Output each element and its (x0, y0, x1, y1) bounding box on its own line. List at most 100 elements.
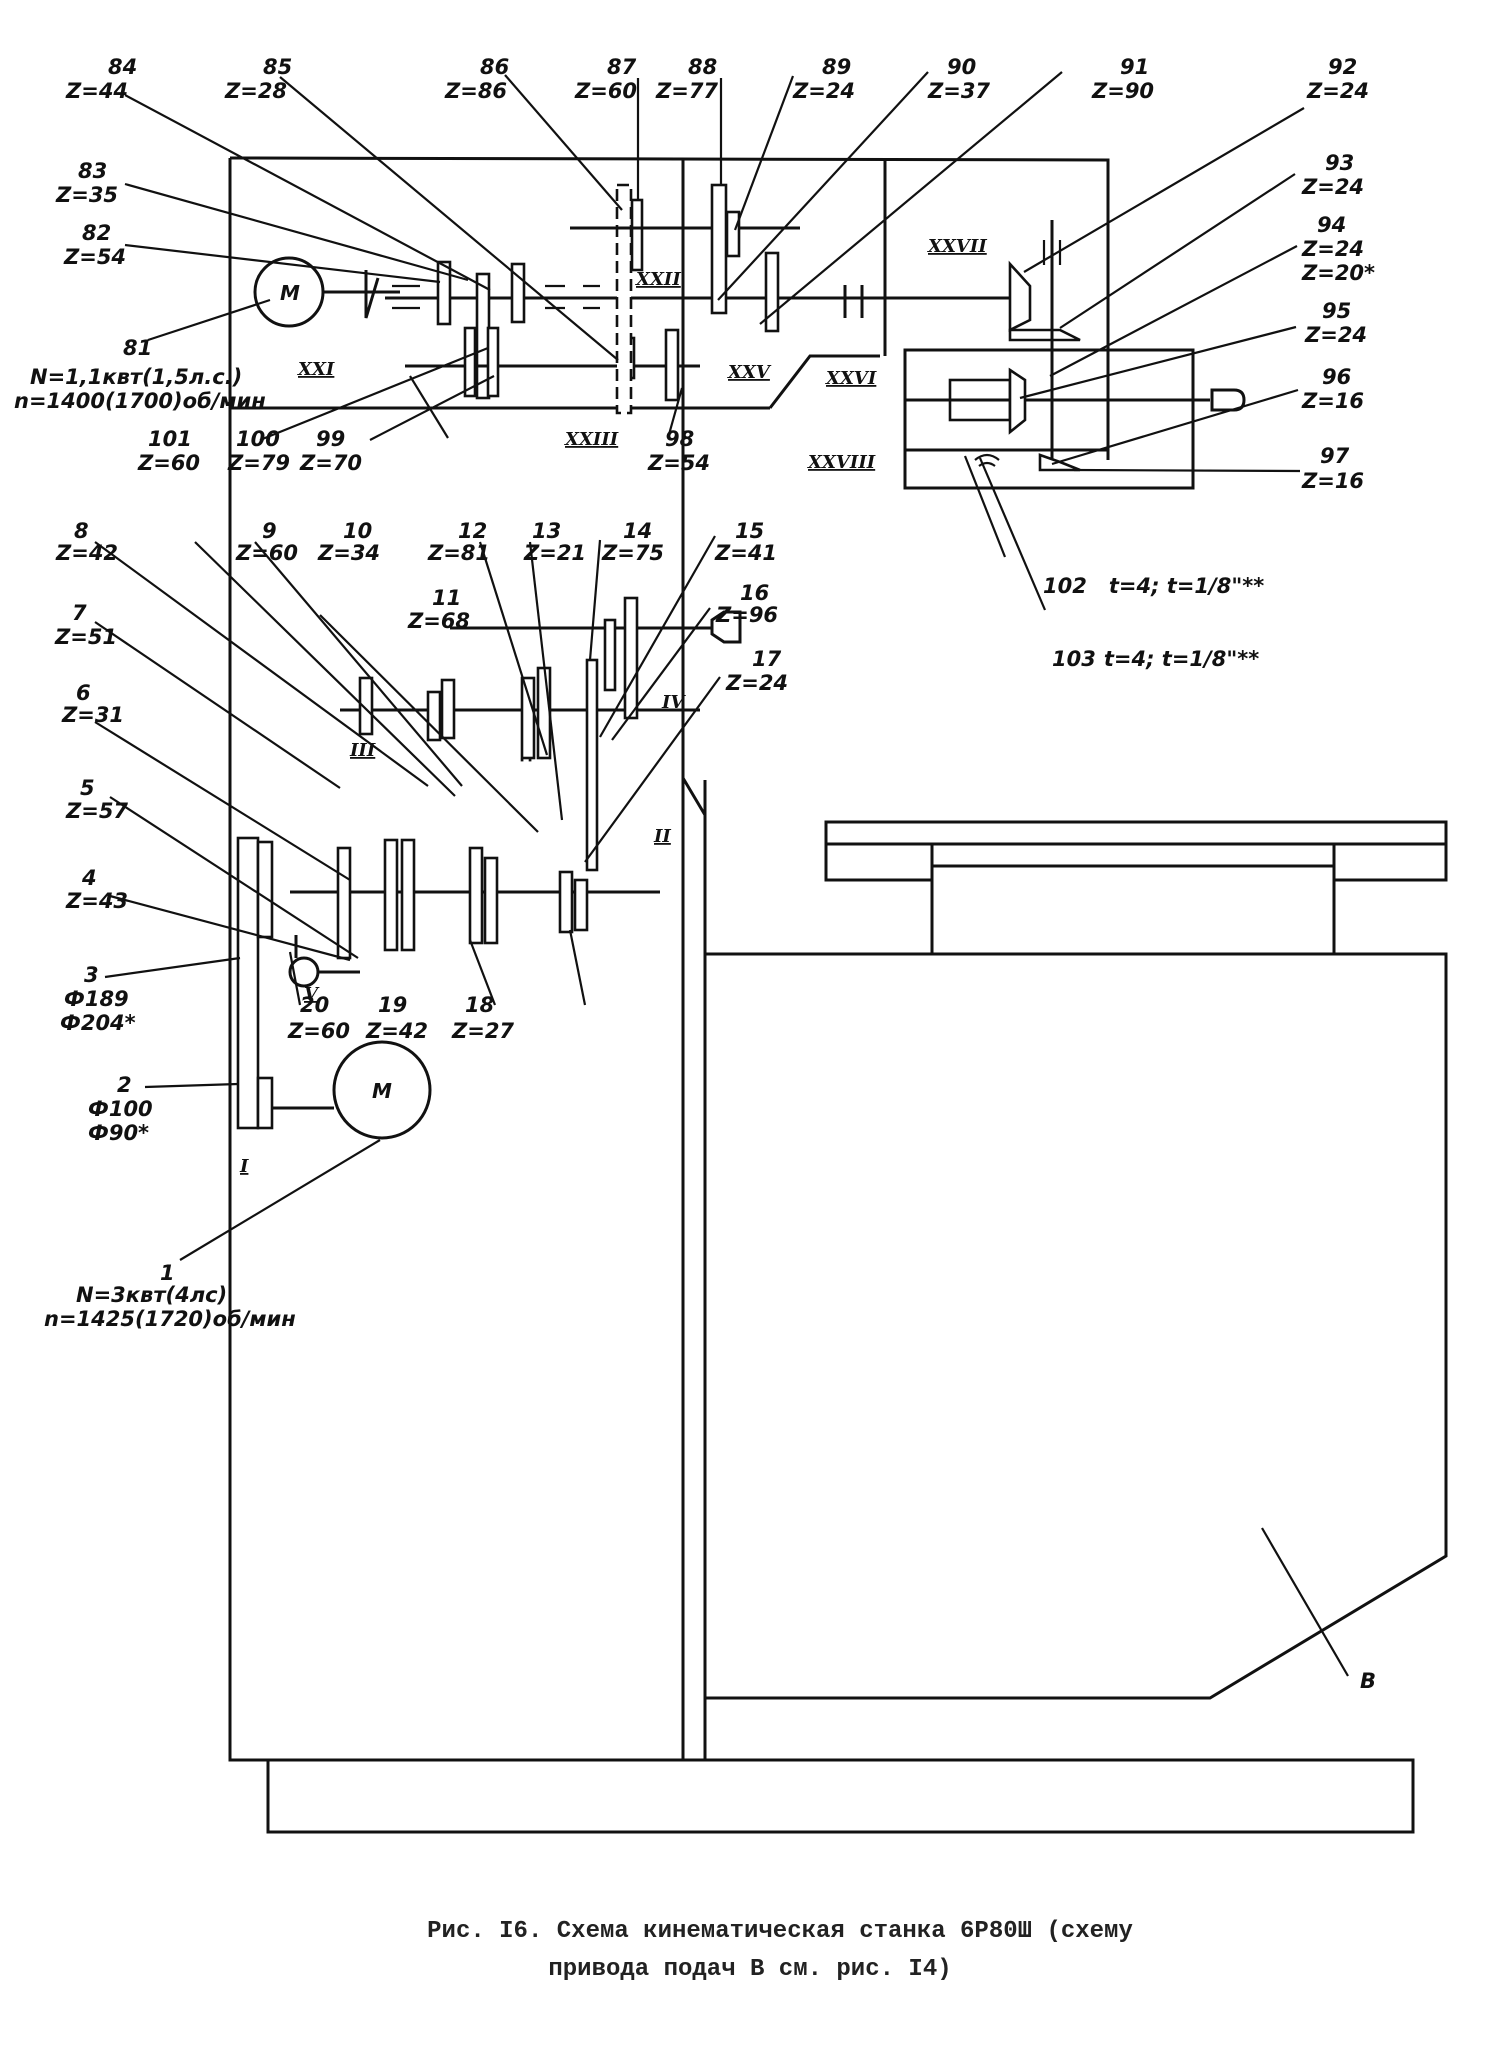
label-17-num: 17 (752, 647, 782, 671)
label-7-val: Z=51 (54, 625, 117, 649)
shaft-II: II (653, 826, 671, 847)
label-88-num: 88 (688, 55, 717, 79)
label-92-num: 92 (1328, 55, 1357, 79)
label-82-num: 82 (82, 221, 111, 245)
label-3-val: Ф189 (64, 987, 129, 1011)
label-100-val: Z=79 (227, 451, 290, 475)
label-5-val: Z=57 (65, 799, 128, 823)
label-8-val: Z=42 (55, 541, 118, 565)
label-8-num: 8 (74, 519, 89, 543)
label-83-val: Z=35 (55, 183, 118, 207)
shaft-XXVII: XXVII (927, 236, 987, 257)
label-95-num: 95 (1322, 299, 1351, 323)
label-18-val: Z=27 (451, 1019, 514, 1043)
label-95-val: Z=24 (1304, 323, 1367, 347)
main-motor-power: N=3квт(4лс) (76, 1283, 227, 1307)
label-89-num: 89 (822, 55, 851, 79)
label-19-val: Z=42 (365, 1019, 428, 1043)
label-96-val: Z=16 (1301, 389, 1364, 413)
label-11-num: 11 (432, 586, 461, 610)
shaft-labels: XXI XXII XXIII XXV XXVI XXVII XXVIII III… (239, 236, 987, 1177)
feed-motor-symbol: M (280, 281, 300, 305)
label-9-val: Z=60 (235, 541, 298, 565)
shaft-I: I (239, 1156, 249, 1177)
label-85-num: 85 (263, 55, 292, 79)
label-97-val: Z=16 (1301, 469, 1364, 493)
label-81-num: 81 (123, 336, 152, 360)
label-3-val2: Ф204* (60, 1011, 136, 1035)
label-16-val: Z=96 (715, 603, 778, 627)
label-87-val: Z=60 (574, 79, 637, 103)
shaft-XXVI: XXVI (825, 368, 877, 389)
label-3-num: 3 (84, 963, 99, 987)
label-84-num: 84 (108, 55, 137, 79)
label-86-num: 86 (480, 55, 509, 79)
label-90-val: Z=37 (927, 79, 990, 103)
label-6-val: Z=31 (61, 703, 124, 727)
label-86-val: Z=86 (444, 79, 507, 103)
shaft-XXVIII: XXVIII (807, 452, 876, 473)
label-89-val: Z=24 (792, 79, 855, 103)
label-14-val: Z=75 (601, 541, 664, 565)
feed-drive-gears (255, 185, 1244, 470)
part-labels: 84 Z=44 85 Z=28 86 Z=86 87 Z=60 88 Z=77 … (14, 55, 1376, 1693)
label-101-val: Z=60 (137, 451, 200, 475)
label-20-val: Z=60 (287, 1019, 350, 1043)
label-96-num: 96 (1322, 365, 1351, 389)
shaft-XXII: XXII (635, 269, 681, 290)
label-12-num: 12 (458, 519, 487, 543)
label-98-val: Z=54 (647, 451, 710, 475)
label-87-num: 87 (607, 55, 637, 79)
shaft-XXI: XXI (297, 359, 335, 380)
shaft-III: III (349, 740, 376, 761)
label-2-val2: Ф90* (88, 1121, 149, 1145)
label-2-val: Ф100 (88, 1097, 153, 1121)
label-9-num: 9 (262, 519, 277, 543)
feed-motor-power: N=1,1квт(1,5л.с.) (30, 365, 242, 389)
label-1-num: 1 (160, 1261, 175, 1285)
shaft-V: V (304, 984, 320, 1005)
feed-motor-speed: n=1400(1700)об/мин (14, 389, 266, 413)
label-5-num: 5 (80, 776, 95, 800)
label-93-num: 93 (1325, 151, 1354, 175)
label-94-num: 94 (1317, 213, 1346, 237)
label-13-num: 13 (532, 519, 561, 543)
label-100-num: 100 (236, 427, 280, 451)
label-6-num: 6 (76, 681, 91, 705)
label-99-val: Z=70 (299, 451, 362, 475)
label-10-num: 10 (343, 519, 372, 543)
label-15-val: Z=41 (714, 541, 777, 565)
label-4-num: 4 (81, 866, 97, 890)
figure-caption-line-1: Рис. I6. Схема кинематическая станка 6Р8… (0, 1918, 1500, 1945)
label-13-val: Z=21 (523, 541, 586, 565)
label-17-val: Z=24 (725, 671, 788, 695)
label-98-num: 98 (665, 427, 694, 451)
label-90-num: 90 (947, 55, 976, 79)
label-16-num: 16 (740, 581, 769, 605)
label-10-val: Z=34 (317, 541, 380, 565)
label-88-val: Z=77 (655, 79, 718, 103)
label-99-num: 99 (316, 427, 345, 451)
label-14-num: 14 (623, 519, 652, 543)
figure-caption-line-2: привода подач В см. рис. I4) (0, 1956, 1500, 1983)
label-83-num: 83 (78, 159, 107, 183)
shaft-IV: IV (661, 692, 686, 713)
label-82-val: Z=54 (63, 245, 126, 269)
label-94-val: Z=24 (1301, 237, 1364, 261)
main-motor-symbol: M (372, 1079, 392, 1103)
label-92-val: Z=24 (1306, 79, 1369, 103)
label-7-num: 7 (72, 601, 87, 625)
shaft-XXV: XXV (727, 362, 772, 383)
label-18-num: 18 (465, 993, 494, 1017)
feed-drive-marker: В (1360, 1669, 1376, 1693)
label-93-val: Z=24 (1301, 175, 1364, 199)
label-94-val2: Z=20* (1301, 261, 1375, 285)
label-91-val: Z=90 (1091, 79, 1154, 103)
machine-frame (230, 158, 1446, 1832)
label-19-num: 19 (378, 993, 407, 1017)
label-97-num: 97 (1320, 444, 1350, 468)
label-15-num: 15 (735, 519, 764, 543)
